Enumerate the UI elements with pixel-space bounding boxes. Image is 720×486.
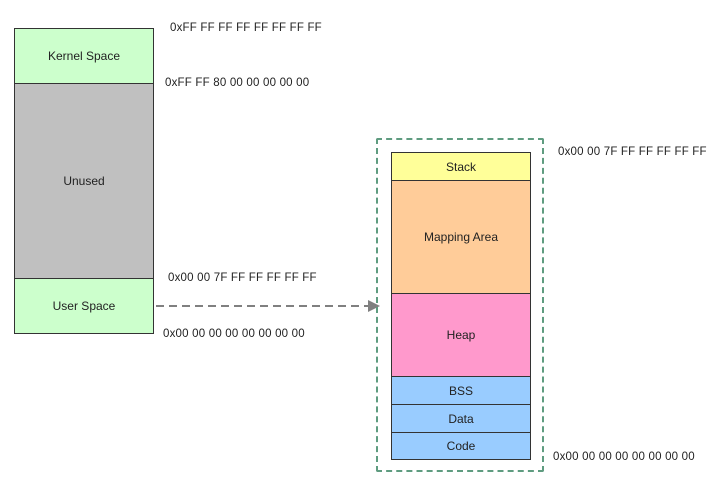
address-stack-top: 0x00 00 7F FF FF FF FF FF (558, 146, 707, 158)
mapping-area-label: Mapping Area (423, 230, 499, 244)
mapping-area-block: Mapping Area (391, 180, 531, 294)
bss-label: BSS (448, 383, 473, 398)
address-code-bottom: 0x00 00 00 00 00 00 00 00 (553, 451, 695, 463)
stack-block: Stack (391, 152, 531, 181)
address-user-bottom: 0x00 00 00 00 00 00 00 00 (163, 328, 305, 340)
arrowhead-icon (368, 300, 380, 312)
address-kernel-bottom: 0xFF FF 80 00 00 00 00 00 (165, 77, 310, 89)
unused-label: Unused (63, 174, 105, 188)
heap-block: Heap (391, 293, 531, 377)
heap-label: Heap (446, 328, 476, 342)
unused-block: Unused (14, 83, 154, 279)
code-label: Code (446, 439, 476, 453)
address-user-top: 0x00 00 7F FF FF FF FF FF (168, 272, 317, 284)
address-kernel-top: 0xFF FF FF FF FF FF FF FF (170, 22, 322, 34)
user-space-label: User Space (52, 299, 116, 313)
user-space-detail-frame (376, 138, 544, 472)
stack-label: Stack (445, 159, 476, 174)
code-block: Code (391, 432, 531, 460)
bss-block: BSS (391, 376, 531, 405)
user-space-block: User Space (14, 278, 154, 334)
kernel-space-block: Kernel Space (14, 28, 154, 84)
data-label: Data (448, 411, 474, 426)
data-block: Data (391, 404, 531, 433)
kernel-space-label: Kernel Space (47, 49, 121, 63)
